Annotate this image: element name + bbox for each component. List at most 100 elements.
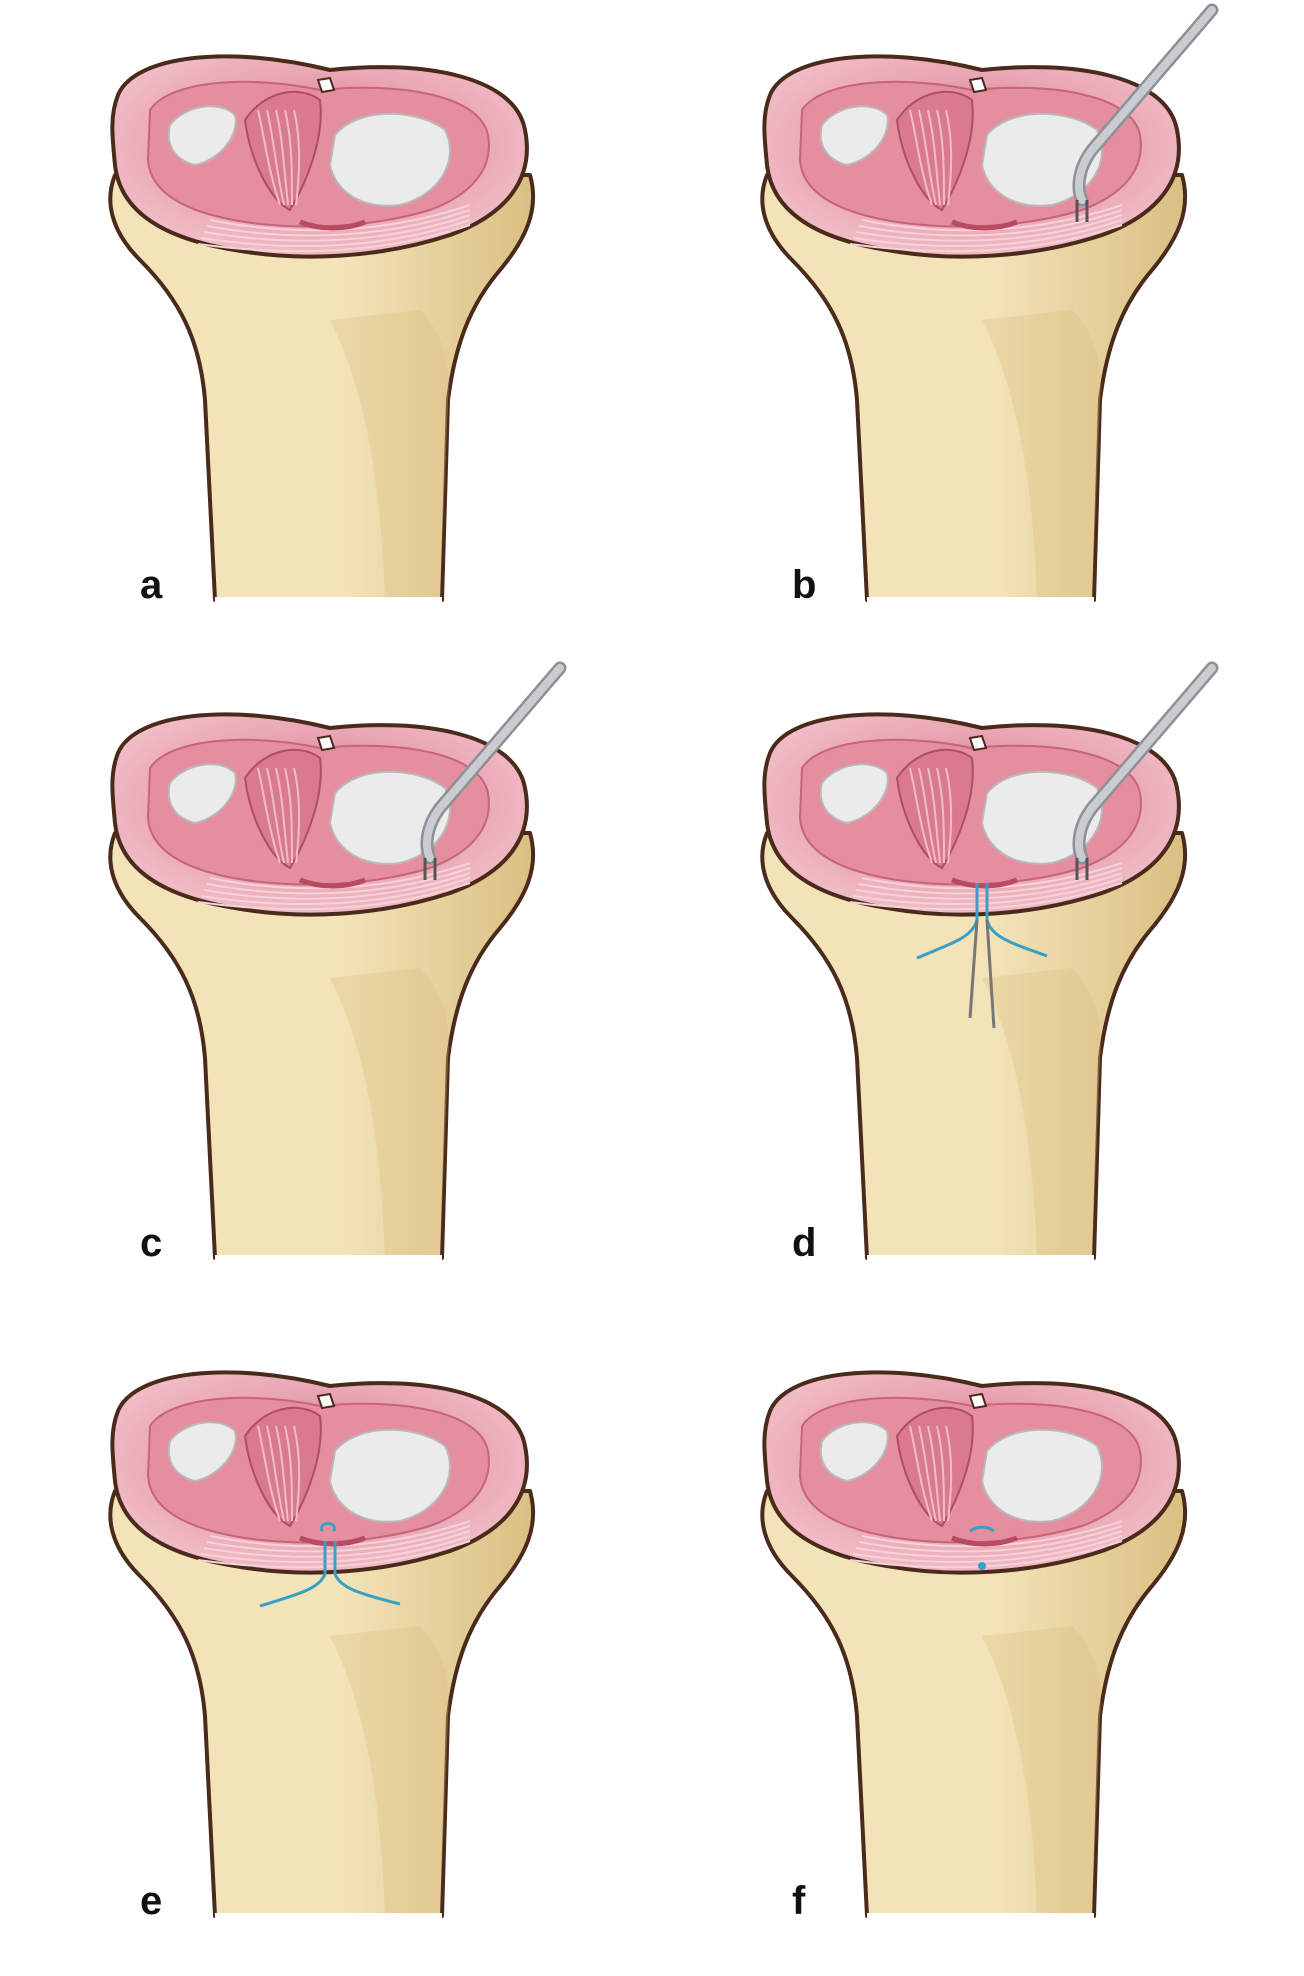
ligament-fibre: [266, 109, 285, 206]
meniscal-tear: [951, 877, 1018, 889]
ligament-fibre: [909, 109, 933, 206]
rim-striation: [203, 872, 471, 900]
ligament-fibre: [284, 1425, 293, 1522]
tibia-bone: [108, 831, 536, 1260]
rim-striation: [855, 872, 1123, 900]
ligament-fibre: [293, 767, 301, 864]
panel-b: b: [652, 0, 1304, 658]
ligament-fibre: [909, 767, 933, 864]
instrument-needles: [1075, 858, 1089, 880]
instrument-needles: [423, 858, 437, 880]
bone-shading: [330, 968, 449, 1258]
rim-striation: [200, 877, 471, 906]
tibia-bone: [760, 1489, 1188, 1918]
rim-striation: [200, 219, 471, 248]
meniscal-tear: [299, 1535, 366, 1547]
suture-strands: [259, 1541, 401, 1608]
ligament-fibre: [918, 1425, 937, 1522]
panel-label: c: [140, 1221, 163, 1265]
ligament-fibre: [284, 109, 293, 206]
tibia-illustration: [108, 1370, 536, 1919]
rim-striation: [858, 867, 1123, 895]
tibia-bone: [760, 831, 1188, 1260]
suture-needles: [968, 919, 996, 1029]
ligament-fibre: [927, 767, 941, 864]
bone-shading: [982, 968, 1101, 1258]
tibia-bone: [760, 173, 1188, 602]
suture-loop: [320, 1522, 336, 1532]
panel-label: a: [140, 563, 163, 607]
rim-striation: [203, 214, 471, 242]
rim-striation: [849, 882, 1123, 911]
rim-striation: [855, 1530, 1123, 1558]
ligament-fibre: [266, 1425, 285, 1522]
rim-striation: [849, 224, 1123, 253]
lateral-cartilage: [167, 105, 237, 167]
rim-striation: [197, 224, 471, 253]
spine-notch: [316, 734, 336, 752]
ligament-fibre: [918, 767, 937, 864]
ligament-fibre: [936, 109, 945, 206]
ligament-fibre: [275, 109, 289, 206]
ligament-fibre: [293, 109, 301, 206]
instrument-shaft-highlight: [1075, 6, 1216, 204]
panel-c: c: [0, 658, 652, 1316]
instrument-needles: [1075, 200, 1089, 222]
rim-striation: [852, 877, 1123, 906]
panel-d: d: [652, 658, 1304, 1316]
ligament-fibre: [936, 767, 945, 864]
ligament-fibre: [257, 1425, 281, 1522]
bone-shading: [982, 310, 1101, 600]
ligament-fibre: [909, 1425, 933, 1522]
spine-notch: [968, 76, 988, 94]
rim-striation: [852, 1535, 1123, 1564]
ligament-fibre: [918, 109, 937, 206]
rim-striation: [849, 1540, 1123, 1569]
ligament-fibre: [927, 109, 941, 206]
tibia-illustration: [760, 661, 1219, 1261]
panel-label: d: [792, 1221, 817, 1265]
panel-label: e: [140, 1879, 163, 1923]
medial-cartilage: [980, 1428, 1103, 1523]
rim-striation: [197, 1540, 471, 1569]
rim-striation: [206, 867, 471, 895]
spine-notch: [316, 1392, 336, 1410]
lateral-cartilage: [819, 1421, 889, 1483]
meniscal-tear: [299, 219, 366, 231]
spine-notch: [968, 1392, 988, 1410]
rim-striation: [197, 882, 471, 911]
tibia-illustration: [760, 3, 1219, 603]
medial-cartilage: [980, 770, 1103, 865]
rim-striation: [858, 1525, 1123, 1553]
panel-label: f: [792, 1879, 806, 1923]
panel-a: a: [0, 0, 652, 658]
ligament-fibre: [257, 109, 281, 206]
ligament-fibre: [945, 1425, 953, 1522]
lateral-cartilage: [819, 763, 889, 825]
rim-striation: [203, 1530, 471, 1558]
ligament-fibre: [293, 1425, 301, 1522]
instrument-shaft-highlight: [1075, 664, 1216, 862]
ligament-fibre: [936, 1425, 945, 1522]
ligament-fibre: [266, 767, 285, 864]
panel-e: e: [0, 1316, 652, 1974]
instrument-shaft-highlight: [423, 664, 564, 862]
medial-cartilage: [328, 1428, 451, 1523]
lateral-cartilage: [167, 1421, 237, 1483]
rim-striation: [858, 209, 1123, 237]
tibia-bone: [108, 1489, 536, 1918]
ligament-fibre: [275, 767, 289, 864]
meniscal-tear: [951, 1535, 1018, 1547]
ligament-fibre: [275, 1425, 289, 1522]
meniscal-tear: [299, 877, 366, 889]
medial-cartilage: [980, 112, 1103, 207]
tibia-bone: [108, 173, 536, 602]
rim-striation: [206, 209, 471, 237]
medial-cartilage: [328, 770, 451, 865]
ligament-fibre: [257, 767, 281, 864]
rim-striation: [852, 219, 1123, 248]
bone-shading: [330, 1626, 449, 1916]
rim-striation: [200, 1535, 471, 1564]
rim-striation: [206, 1525, 471, 1553]
bone-shading: [330, 310, 449, 600]
